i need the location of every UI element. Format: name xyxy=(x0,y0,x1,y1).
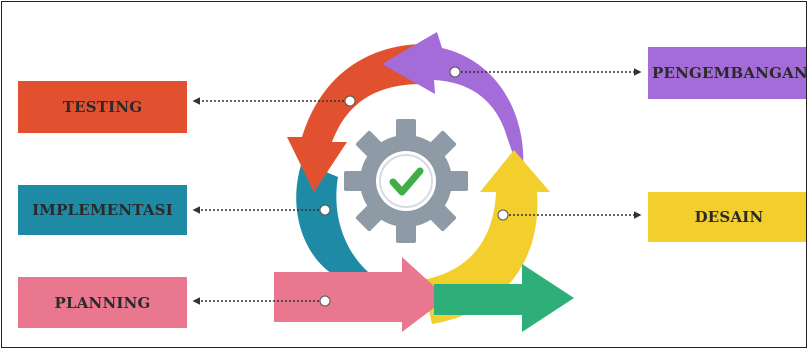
planning-arrow xyxy=(274,257,447,332)
implementasi-label: IMPLEMENTASI xyxy=(32,201,173,219)
dot-desain xyxy=(497,209,509,221)
desain-label: DESAIN xyxy=(694,208,764,226)
planning-box: PLANNING xyxy=(18,277,187,328)
pengembangan-box: PENGEMBANGAN xyxy=(648,47,807,99)
desain-box: DESAIN xyxy=(648,192,806,242)
pengembangan-label: PENGEMBANGAN xyxy=(652,64,807,82)
gear-check-icon xyxy=(344,119,468,243)
testing-label: TESTING xyxy=(62,98,143,116)
implementasi-box: IMPLEMENTASI xyxy=(18,185,187,235)
implementasi-arc xyxy=(296,162,374,277)
pengembangan-arc xyxy=(382,32,524,180)
testing-arc xyxy=(287,43,432,192)
dot-testing xyxy=(344,95,356,107)
dot-pengembangan xyxy=(449,66,461,78)
testing-box: TESTING xyxy=(18,81,187,133)
next-arrow xyxy=(434,264,574,332)
desain-arc xyxy=(422,150,550,324)
check-mark xyxy=(389,167,424,196)
dot-planning xyxy=(319,295,331,307)
planning-label: PLANNING xyxy=(54,293,151,312)
dot-implementasi xyxy=(319,204,331,216)
